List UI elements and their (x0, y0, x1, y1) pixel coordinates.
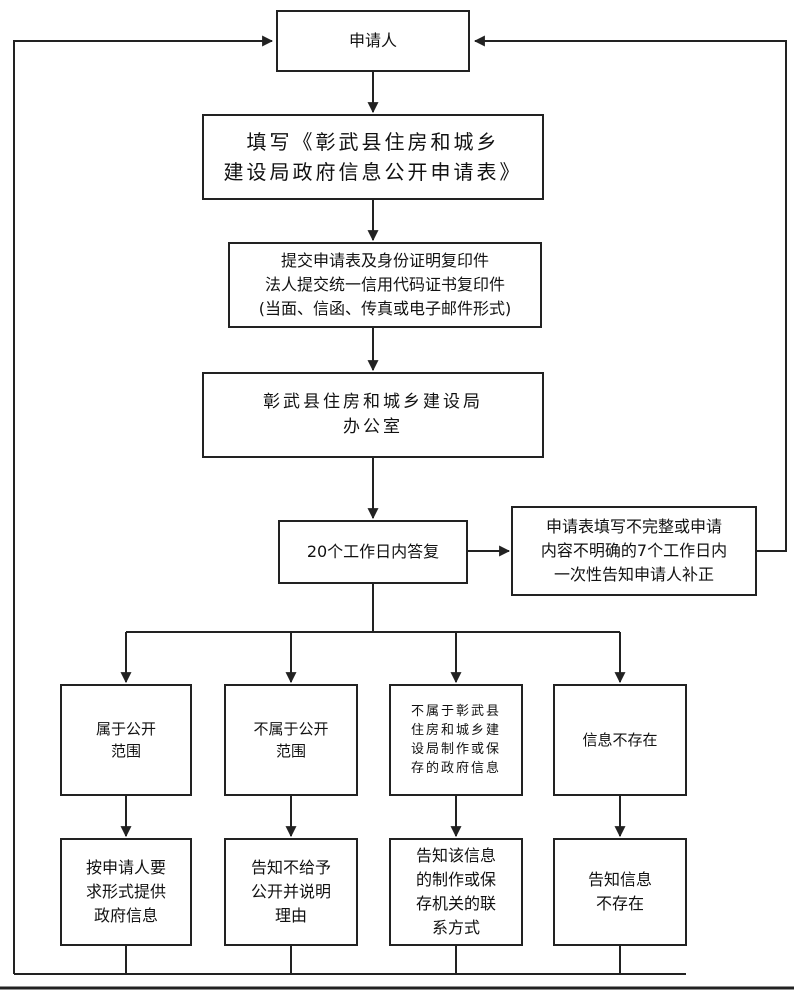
res-provide-line-3: 政府信息 (93, 906, 158, 925)
res-not-exist-line-2: 不存在 (595, 894, 644, 913)
res-refuse-line-2: 公开并说明 (250, 882, 331, 901)
cat-not-exist-label: 信息不存在 (582, 731, 658, 749)
office-box: 彰武县住房和城乡建设局 办公室 (202, 372, 544, 458)
res-not-exist-box: 告知信息 不存在 (553, 838, 687, 946)
applicant-label: 申请人 (348, 31, 397, 50)
cat-not-public-line-1: 不属于公开 (253, 720, 329, 738)
incomplete-line-3: 一次性告知申请人补正 (553, 565, 714, 584)
cat-not-ours-line-3: 设局制作或保 (410, 742, 501, 757)
submit-box: 提交申请表及身份证明复印件 法人提交统一信用代码证书复印件 (当面、信函、传真或… (228, 242, 542, 328)
submit-line-2: 法人提交统一信用代码证书复印件 (264, 275, 505, 294)
office-line-1: 彰武县住房和城乡建设局 (263, 392, 483, 412)
cat-not-public-line-2: 范围 (275, 742, 306, 760)
cat-not-public-box: 不属于公开 范围 (224, 684, 358, 796)
fill-form-box: 填写《彰武县住房和城乡 建设局政府信息公开申请表》 (202, 114, 544, 200)
incomplete-line-1: 申请表填写不完整或申请 (545, 517, 722, 536)
cat-not-ours-line-1: 不属于彰武县 (410, 704, 501, 719)
office-line-2: 办公室 (343, 417, 403, 437)
res-provide-box: 按申请人要 求形式提供 政府信息 (60, 838, 192, 946)
loop-incomplete-to-applicant (473, 35, 787, 552)
cat-not-ours-line-4: 存的政府信息 (410, 761, 501, 776)
cat-not-exist-box: 信息不存在 (553, 684, 687, 796)
res-provide-line-1: 按申请人要 (85, 858, 166, 877)
cat-not-ours-line-2: 住房和城乡建 (410, 723, 501, 738)
res-refuse-line-1: 告知不给予 (250, 858, 331, 877)
cat-public-line-2: 范围 (110, 742, 141, 760)
cat-public-box: 属于公开 范围 (60, 684, 192, 796)
res-provide-line-2: 求形式提供 (85, 882, 166, 901)
res-refuse-box: 告知不给予 公开并说明 理由 (224, 838, 358, 946)
res-contact-line-3: 存机关的联 (415, 894, 496, 913)
incomplete-box: 申请表填写不完整或申请 内容不明确的7个工作日内 一次性告知申请人补正 (511, 506, 757, 596)
res-refuse-line-3: 理由 (274, 906, 307, 925)
res-not-exist-line-1: 告知信息 (587, 870, 652, 889)
cat-not-ours-box: 不属于彰武县 住房和城乡建 设局制作或保 存的政府信息 (389, 684, 523, 796)
incomplete-line-2: 内容不明确的7个工作日内 (540, 541, 728, 560)
fill-form-line-1: 填写《彰武县住房和城乡 (246, 130, 500, 154)
loop-results-to-applicant (13, 35, 274, 974)
res-contact-line-2: 的制作或保 (415, 870, 496, 889)
submit-line-3: (当面、信函、传真或电子邮件形式) (258, 299, 512, 318)
res-contact-box: 告知该信息 的制作或保 存机关的联 系方式 (389, 838, 523, 946)
reply-box: 20个工作日内答复 (278, 520, 468, 584)
applicant-box: 申请人 (276, 10, 470, 72)
cat-public-line-1: 属于公开 (95, 720, 156, 738)
fill-form-line-2: 建设局政府信息公开申请表》 (223, 160, 523, 184)
reply-label: 20个工作日内答复 (306, 542, 440, 561)
submit-line-1: 提交申请表及身份证明复印件 (280, 251, 489, 270)
res-contact-line-1: 告知该信息 (415, 846, 496, 865)
res-contact-line-4: 系方式 (431, 918, 480, 937)
